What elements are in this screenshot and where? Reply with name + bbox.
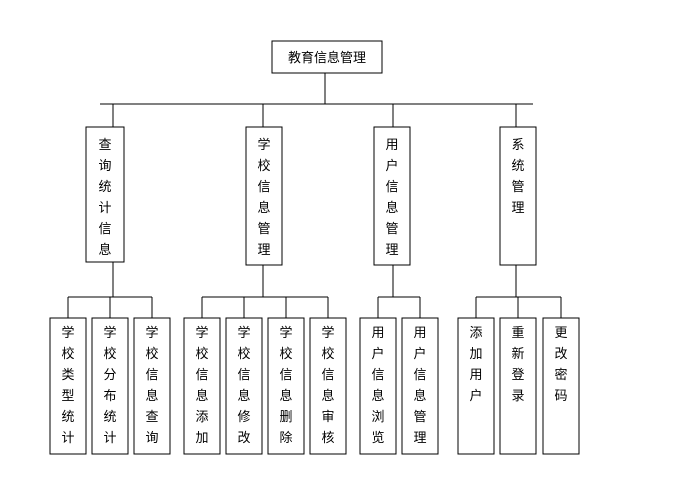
- leaf-node-3-2: 用户信息管理: [401, 317, 439, 455]
- leaf-node-4-1-label: 添加用户: [469, 326, 482, 404]
- leaf-node-2-1: 学校信息添加: [183, 317, 221, 455]
- group-node-4-label: 系统管理: [511, 138, 524, 216]
- leaf-node-3-1-label: 用户信息浏览: [371, 326, 384, 446]
- root-label: 教育信息管理: [288, 50, 366, 66]
- leaf-node-4-3-label: 更改密码: [554, 326, 567, 404]
- group-node-2: 学校信息管理: [245, 126, 283, 266]
- leaf-node-4-3: 更改密码: [542, 317, 580, 455]
- leaf-node-1-1-label: 学校类型统计: [61, 325, 74, 446]
- leaf-node-2-3: 学校信息删除: [267, 317, 305, 455]
- leaf-node-4-2: 重新登录: [499, 317, 537, 455]
- group-node-1-label: 查询统计信息: [98, 138, 111, 258]
- leaf-node-4-2-label: 重新登录: [511, 325, 524, 404]
- group-node-3: 用户信息管理: [373, 126, 411, 266]
- leaf-node-4-1: 添加用户: [457, 317, 495, 455]
- leaf-node-1-3-label: 学校信息查询: [145, 325, 158, 446]
- connector-lines: [67, 73, 562, 318]
- group-node-3-label: 用户信息管理: [385, 138, 398, 258]
- leaf-node-2-2: 学校信息修改: [225, 317, 263, 455]
- leaf-node-1-2-label: 学校分布统计: [103, 325, 116, 446]
- leaf-node-1-3: 学校信息查询: [133, 317, 171, 455]
- leaf-node-2-4-label: 学校信息审核: [321, 325, 334, 446]
- leaf-node-2-3-label: 学校信息删除: [279, 325, 292, 446]
- group-node-2-label: 学校信息管理: [257, 137, 270, 258]
- leaf-node-1-2: 学校分布统计: [91, 317, 129, 455]
- leaf-node-1-1: 学校类型统计: [49, 317, 87, 455]
- leaf-node-3-2-label: 用户信息管理: [413, 326, 426, 446]
- leaf-node-2-2-label: 学校信息修改: [237, 325, 250, 446]
- leaf-node-2-1-label: 学校信息添加: [195, 325, 208, 446]
- leaf-node-2-4: 学校信息审核: [309, 317, 347, 455]
- group-node-4: 系统管理: [499, 126, 537, 266]
- group-node-1: 查询统计信息: [85, 126, 125, 263]
- leaf-node-3-1: 用户信息浏览: [359, 317, 397, 455]
- root-node: 教育信息管理: [271, 40, 383, 74]
